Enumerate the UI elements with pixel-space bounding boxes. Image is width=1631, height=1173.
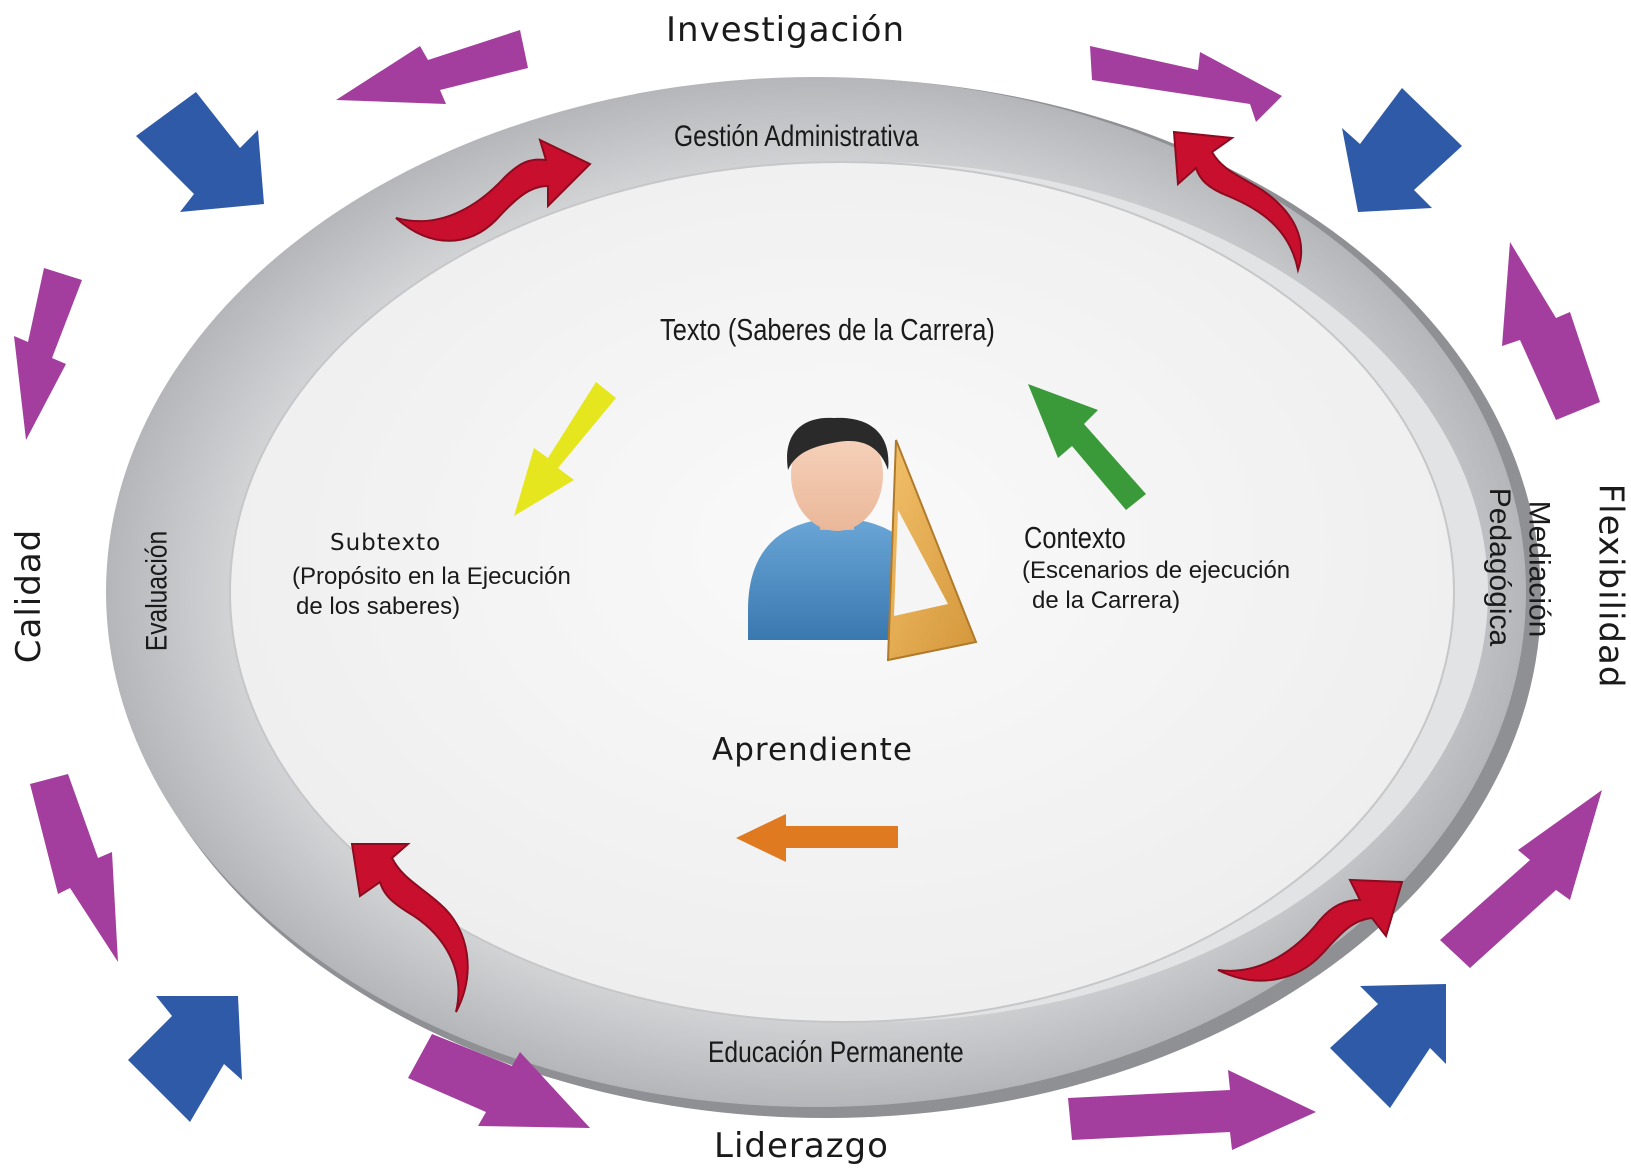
label-gestion-administrativa: Gestión Administrativa	[674, 120, 919, 153]
label-subtexto: Subtexto	[330, 530, 442, 556]
purple-arrow-top-right	[1090, 46, 1282, 122]
label-contexto-line1: (Escenarios de ejecución	[1022, 557, 1291, 584]
green-arrow	[1028, 384, 1146, 510]
red-arrow-bottom-left	[350, 843, 469, 1013]
label-liderazgo: Liderazgo	[714, 1126, 889, 1166]
student-avatar-icon	[748, 417, 978, 662]
purple-arrow-right-lower	[1440, 790, 1602, 968]
label-mediacion: Mediación	[1522, 500, 1556, 638]
blue-arrow-bottom-right	[1330, 984, 1446, 1108]
purple-arrow-left-upper	[14, 268, 82, 440]
label-flexibilidad: Flexibilidad	[1590, 483, 1631, 689]
label-contexto-line2: de la Carrera)	[1032, 587, 1181, 614]
purple-arrow-bottom-right	[1068, 1070, 1316, 1150]
red-arrow-top-left	[395, 138, 592, 242]
label-texto: Texto (Saberes de la Carrera)	[660, 312, 995, 347]
label-aprendiente: Aprendiente	[712, 732, 913, 768]
label-contexto: Contexto	[1024, 520, 1126, 555]
purple-arrow-bottom-left	[408, 1034, 590, 1128]
label-subtexto-line1: (Propósito en la Ejecución	[292, 563, 571, 590]
purple-arrow-top-left	[336, 30, 528, 104]
yellow-arrow	[514, 382, 616, 516]
red-arrow-top-right	[1172, 130, 1303, 274]
blue-arrow-top-right	[1342, 88, 1462, 212]
purple-arrow-right-upper	[1502, 242, 1600, 420]
orange-arrow	[736, 814, 898, 862]
blue-arrows	[128, 88, 1462, 1122]
purple-arrow-left-lower	[30, 774, 118, 962]
label-pedagogica: Pedagógica	[1483, 487, 1517, 647]
blue-arrow-bottom-left	[128, 996, 242, 1122]
label-evaluacion: Evaluación	[140, 530, 174, 652]
label-educacion-permanente: Educación Permanente	[708, 1036, 964, 1069]
red-arrows	[350, 130, 1404, 1013]
red-arrow-bottom-right	[1217, 878, 1404, 982]
label-subtexto-line2: de los saberes)	[296, 593, 461, 620]
blue-arrow-top-left	[136, 92, 264, 212]
label-investigacion: Investigación	[666, 10, 906, 50]
purple-arrows	[14, 30, 1602, 1150]
label-calidad: Calidad	[9, 528, 50, 664]
